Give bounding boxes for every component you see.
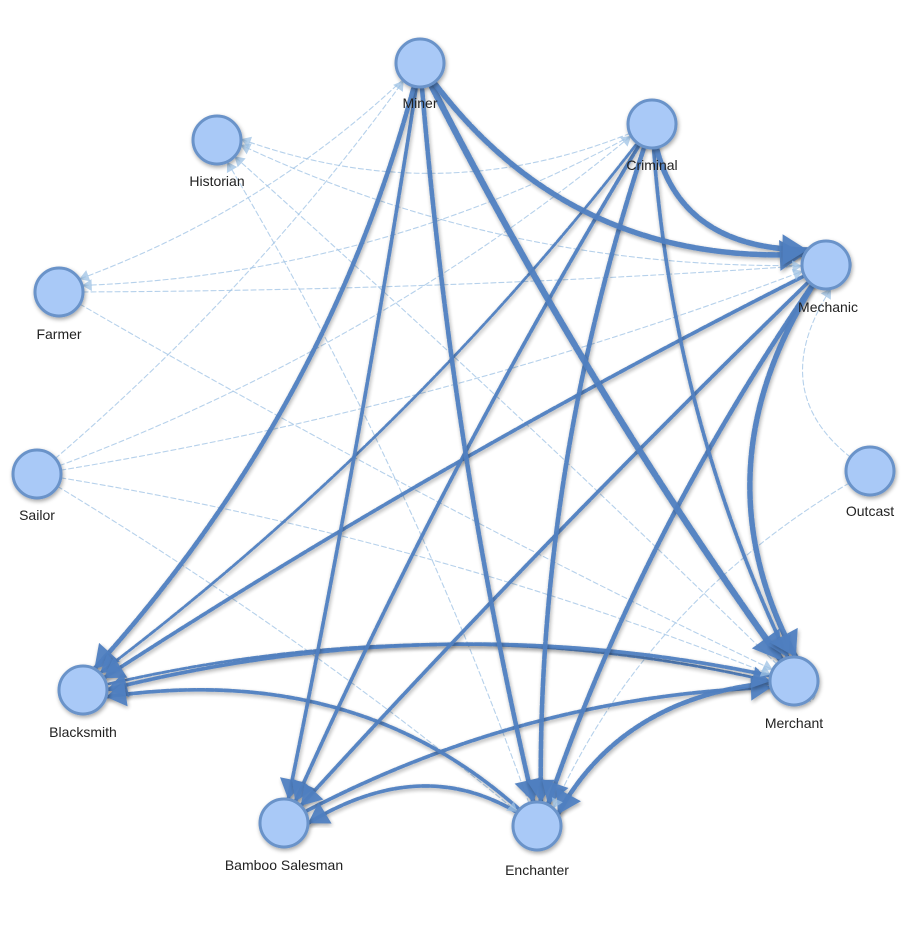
edge-mechanic-blacksmith [101,263,828,680]
edge-miner-mechanic [417,60,808,258]
edge-criminal-mechanic [649,121,811,253]
edge-arrowhead-farmer-mechanic [792,260,803,273]
edge-arrowhead-mechanic-blacksmith [103,656,128,679]
node-label: Farmer [36,326,81,342]
edge-criminal-merchant [650,122,790,660]
node-circle[interactable] [33,266,85,318]
edge-sailor-mechanic [36,270,804,475]
node-label: Mechanic [798,299,858,315]
edge-arrowhead-mechanic-bamboo_salesman [300,782,324,806]
node-farmer[interactable]: Farmer [33,266,85,342]
node-circle[interactable] [57,664,109,716]
edge-arrowhead-merchant-historian [234,156,246,168]
edge-merchant-blacksmith [105,642,796,692]
edge-arrowhead-enchanter-blacksmith [105,681,128,707]
edge-miner-merchant [416,59,785,664]
edge-miner-bamboo_salesman [286,61,422,802]
node-label: Enchanter [505,862,569,878]
node-mechanic[interactable]: Mechanic [798,239,858,315]
edge-merchant-enchanter [555,678,797,817]
node-sailor[interactable]: Sailor [11,448,63,523]
node-circle[interactable] [11,448,63,500]
node-label: Bamboo Salesman [225,857,343,873]
node-outcast[interactable]: Outcast [844,445,896,519]
edge-arrowhead-mechanic-historian [240,143,252,155]
node-label: Outcast [846,503,894,519]
edge-arrowhead-mechanic-enchanter [541,778,569,805]
edge-mechanic-merchant [747,262,829,660]
edge-farmer-merchant [58,291,774,671]
node-circle[interactable] [258,797,310,849]
node-criminal[interactable]: Criminal [626,98,678,173]
edge-miner-enchanter [417,60,536,805]
edge-arrowhead-blacksmith-merchant [750,666,771,689]
edge-miner-farmer [78,62,421,280]
edge-enchanter-blacksmith [104,687,539,828]
edge-arrowhead-outcast-enchanter [551,797,563,809]
edge-arrowhead-farmer-merchant [761,660,773,672]
node-circle[interactable] [626,98,678,150]
edge-enchanter-historian [226,161,538,827]
edge-arrowhead-enchanter-bamboo_salesman [307,802,332,824]
node-label: Merchant [765,715,823,731]
edge-criminal-farmer [81,123,653,287]
edge-arrowhead-mechanic-merchant [770,627,798,658]
node-label: Blacksmith [49,724,117,740]
edge-arrowhead-sailor-merchant [759,665,771,677]
node-historian[interactable]: Historian [189,114,245,189]
edge-sailor-criminal [36,135,632,475]
edge-arrowhead-enchanter-historian [226,161,238,174]
edge-miner-blacksmith [92,60,423,672]
node-circle[interactable] [394,37,446,89]
edge-arrowhead-merchant-enchanter [556,787,581,815]
edge-criminal-enchanter [538,121,655,805]
node-label: Historian [189,173,244,189]
edge-mechanic-enchanter [545,262,829,807]
edge-arrowhead-sailor-enchanter [506,801,518,813]
edge-arrowhead-miner-merchant [751,628,782,661]
node-circle[interactable] [191,114,243,166]
edge-arrowhead-criminal-farmer [82,279,92,292]
edge-merchant-historian [233,155,795,682]
node-circle[interactable] [768,655,820,707]
nodes-layer: MinerCriminalMechanicOutcastMerchantEnch… [11,37,896,878]
edge-farmer-mechanic [58,265,803,293]
edge-bamboo_salesman-merchant [282,685,773,825]
node-circle[interactable] [800,239,852,291]
edge-arrowhead-criminal-historian [240,136,253,149]
edge-arrowhead-sailor-criminal [619,135,632,147]
edge-criminal-historian [240,123,653,174]
node-enchanter[interactable]: Enchanter [505,800,569,878]
node-bamboo-salesman[interactable]: Bamboo Salesman [225,797,343,873]
node-circle[interactable] [511,800,563,852]
edge-arrowhead-sailor-miner [393,80,404,92]
node-label: Miner [402,95,437,111]
node-merchant[interactable]: Merchant [765,655,823,731]
node-label: Criminal [626,157,677,173]
node-blacksmith[interactable]: Blacksmith [49,664,117,740]
edge-arrowhead-sailor-mechanic [791,268,803,281]
edge-outcast-mechanic [802,287,871,472]
edge-blacksmith-merchant [81,642,772,692]
edge-arrowhead-criminal-bamboo_salesman [291,778,315,802]
node-circle[interactable] [844,445,896,497]
edge-sailor-miner [36,80,405,475]
edge-outcast-enchanter [552,470,871,810]
node-miner[interactable]: Miner [394,37,446,111]
edge-mechanic-bamboo_salesman [298,263,828,808]
edges-layer [36,59,871,852]
node-label: Sailor [19,507,55,523]
edge-arrowhead-miner-farmer [79,270,91,282]
edge-arrowhead-criminal-mechanic [782,234,808,266]
edge-arrowhead-outcast-mechanic [820,288,832,300]
